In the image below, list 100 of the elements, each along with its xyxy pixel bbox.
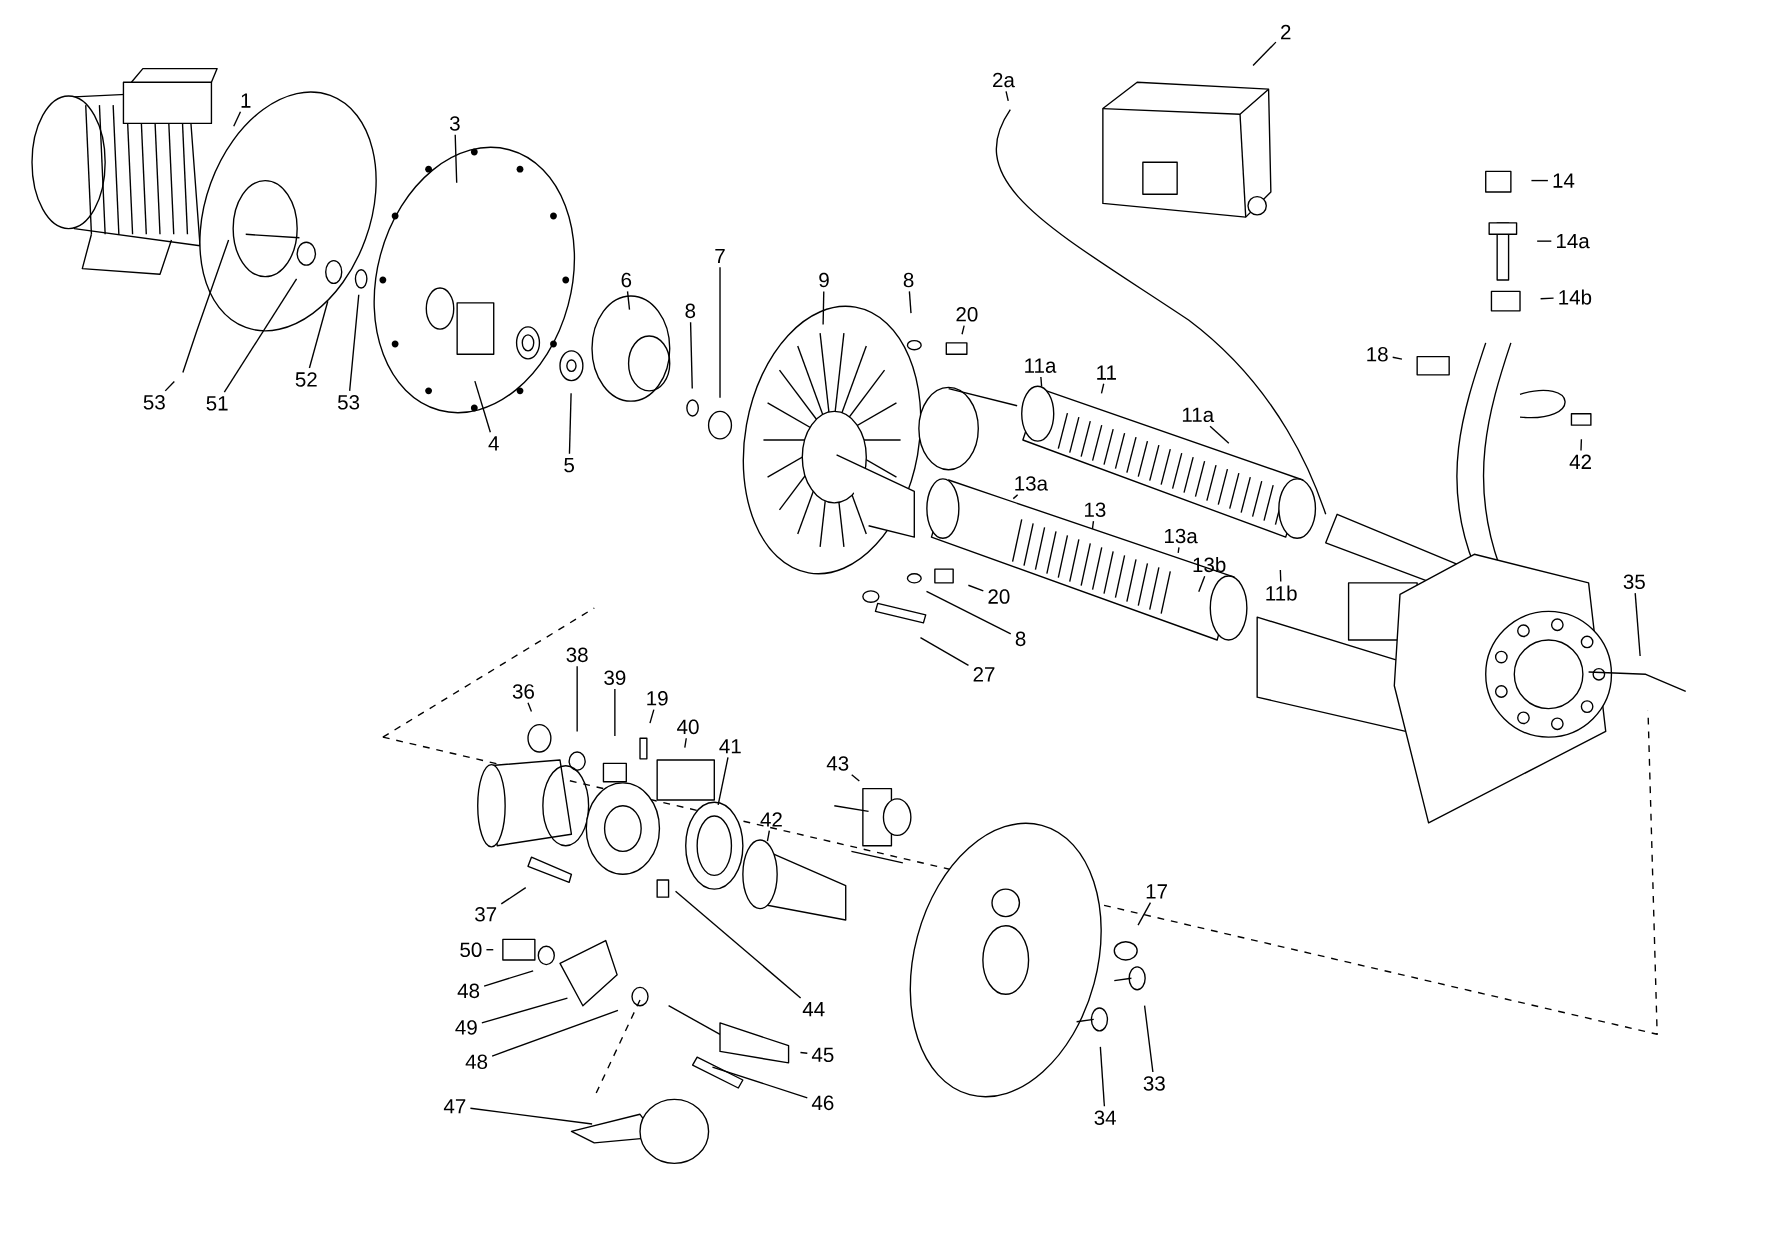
callout-number: 11: [1097, 365, 1116, 380]
callout-number: 51: [206, 396, 228, 411]
callout-number: 45: [811, 1047, 834, 1063]
leader-line: [1099, 1046, 1106, 1108]
callout-number: 41: [719, 739, 741, 754]
callout-number: 11b: [1266, 585, 1297, 601]
leader-line: [1091, 520, 1095, 530]
leader-line: [684, 737, 687, 749]
leader-line: [851, 774, 860, 782]
leader-line: [1100, 383, 1105, 395]
callout-number: 5: [564, 458, 574, 473]
leader-line: [1634, 592, 1641, 657]
leader-line: [766, 830, 771, 842]
leader-line: [469, 1107, 593, 1125]
leader-line: [491, 1009, 619, 1057]
callout-number: 39: [604, 670, 626, 686]
leader-line: [348, 294, 360, 392]
leader-line: [568, 392, 572, 455]
callout-number: 8: [1015, 631, 1026, 647]
callout-number: 18: [1367, 347, 1388, 362]
leader-line: [908, 290, 912, 314]
leader-line: [576, 665, 578, 733]
callout-number: 37: [475, 907, 497, 922]
callout-number: 13b: [1193, 557, 1226, 573]
leader-line: [1137, 902, 1152, 926]
leader-line: [1198, 575, 1206, 593]
leader-line: [925, 590, 1012, 635]
callout-number: 13a: [1165, 528, 1198, 544]
callout-number: 8: [903, 272, 914, 288]
callout-number: 27: [973, 667, 995, 682]
callout-number: 47: [443, 1099, 466, 1114]
callout-number: 17: [1146, 884, 1167, 899]
callout-number: 33: [1143, 1076, 1165, 1091]
leader-line: [674, 890, 802, 999]
callout-number: 44: [802, 1002, 825, 1017]
leader-line: [485, 949, 494, 951]
callout-number: 53: [143, 395, 165, 410]
callout-number: 53: [337, 395, 360, 410]
callout-number: 6: [621, 272, 632, 288]
callout-number: 38: [566, 647, 588, 663]
callout-number: 1: [241, 93, 251, 108]
leader-line: [1539, 297, 1555, 300]
callout-number: 13: [1085, 502, 1106, 518]
leader-line: [719, 266, 721, 399]
leader-line: [1580, 438, 1583, 452]
leader-line: [233, 111, 242, 127]
callout-number: 4: [488, 436, 499, 451]
leader-line: [799, 1051, 808, 1055]
callout-number: 40: [677, 719, 699, 735]
leader-line: [481, 997, 569, 1024]
leader-line: [164, 380, 175, 392]
callout-number: 14a: [1557, 234, 1590, 249]
callout-number: 20: [956, 307, 978, 322]
leader-line: [500, 887, 527, 905]
leader-line: [961, 325, 965, 336]
leader-line: [626, 290, 631, 311]
callout-number: 50: [460, 942, 482, 958]
leader-line: [1040, 376, 1043, 388]
leader-line: [483, 970, 534, 987]
callout-number: 19: [647, 691, 668, 706]
leader-line: [1392, 356, 1403, 360]
leader-line: [1209, 425, 1230, 445]
callout-number: 8: [685, 303, 696, 319]
callout-number: 11a: [1025, 358, 1057, 374]
callout-number: 14b: [1559, 289, 1592, 305]
leader-line: [822, 290, 825, 326]
callout-number: 43: [826, 756, 849, 771]
callout-number: 42: [760, 812, 782, 827]
callout-number: 2a: [993, 72, 1015, 88]
leader-line: [223, 278, 298, 393]
callout-number: 11a: [1182, 407, 1215, 423]
leader-line: [1530, 180, 1549, 182]
leader-line: [527, 702, 533, 713]
leader-line: [967, 584, 984, 592]
leader-line: [649, 709, 655, 724]
callout-number: 3: [449, 116, 460, 131]
leader-line: [689, 321, 693, 390]
leader-line: [1012, 494, 1019, 500]
leader-line: [711, 1066, 808, 1099]
leader-line: [614, 688, 616, 737]
leader-line: [454, 134, 458, 184]
leader-line: [1177, 546, 1180, 554]
leader-line: [1143, 1005, 1154, 1073]
callout-number: 34: [1094, 1110, 1116, 1126]
callout-number: 9: [819, 272, 829, 288]
callout-number: 14: [1553, 173, 1575, 188]
leader-line: [1005, 90, 1009, 102]
leader-line: [1279, 569, 1282, 583]
leader-line: [474, 380, 492, 434]
leader-line: [308, 300, 329, 369]
callout-number: 48: [465, 1054, 488, 1070]
callout-number: 48: [457, 983, 480, 999]
callout-number: 13a: [1015, 476, 1048, 491]
leader-line: [1252, 41, 1277, 67]
callout-number: 52: [295, 372, 317, 387]
leader-line: [717, 756, 729, 806]
callout-number: 46: [811, 1095, 834, 1111]
callout-number: 36: [512, 684, 534, 699]
callout-number: 20: [988, 589, 1010, 604]
callout-number: 49: [455, 1020, 477, 1035]
